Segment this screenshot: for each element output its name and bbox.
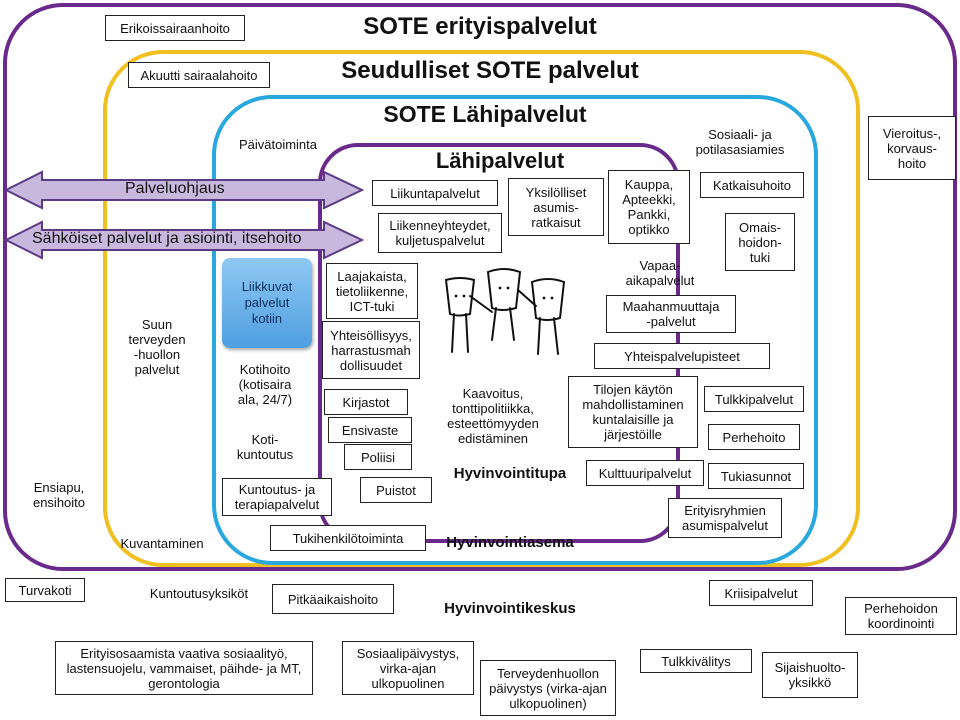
box-puistot: Puistot (360, 477, 432, 503)
ring-lahipalvelut-sote (212, 95, 818, 565)
box-kauppa-apteekki: Kauppa, Apteekki, Pankki, optikko (608, 170, 690, 244)
title-lahipalvelut: Lähipalvelut (435, 148, 565, 173)
box-kulttuuripalvelut: Kulttuuripalvelut (586, 460, 704, 486)
box-liikkuvat-palvelut: Liikkuvat palvelut kotiin (222, 258, 312, 348)
ring-erityispalvelut (3, 3, 957, 571)
box-perhehoidon-koordinointi: Perhehoidon koordinointi (845, 597, 957, 635)
box-yksilolliset-asumisratkaisut: Yksilölliset asumis- ratkaisut (508, 178, 604, 236)
box-tilojen-kaytto: Tilojen käytön mahdollistaminen kuntalai… (568, 376, 698, 448)
box-laajakaista: Laajakaista, tietoliikenne, ICT-tuki (326, 263, 418, 319)
text-suun-terveydenhuolto: Suun terveyden -huollon palvelut (128, 317, 186, 377)
box-erityisryhmien-asumispalvelut: Erityisryhmien asumispalvelut (668, 498, 782, 538)
title-hyvinvointitupa: Hyvinvointitupa (453, 465, 567, 482)
box-liikenneyhteydet: Liikenneyhteydet, kuljetuspalvelut (378, 213, 502, 253)
title-seudulliset: Seudulliset SOTE palvelut (341, 57, 639, 84)
box-perhehoito: Perhehoito (708, 424, 800, 450)
arrow-label-palveluohjaus: Palveluohjaus (125, 180, 225, 197)
box-turvakoti: Turvakoti (5, 578, 85, 602)
ring-seudulliset (103, 50, 860, 567)
double-arrow-sahkoiset (3, 220, 365, 260)
box-terveydenhuollon-paivystys: Terveydenhuollon päivystys (virka-ajan u… (480, 660, 616, 716)
box-liikuntapalvelut: Liikuntapalvelut (372, 180, 498, 206)
box-yhteispalvelupisteet: Yhteispalvelupisteet (594, 343, 770, 369)
box-kirjastot: Kirjastot (324, 389, 408, 415)
people-illustration (444, 268, 566, 355)
text-paivatoiminta: Päivätoiminta (238, 137, 318, 152)
box-erikoissairaanhoito: Erikoissairaanhoito (105, 15, 245, 41)
title-erityispalvelut: SOTE erityispalvelut (363, 13, 597, 40)
text-kotihoito: Kotihoito (kotisaira ala, 24/7) (237, 362, 293, 407)
box-kuntoutus-terapia: Kuntoutus- ja terapiapalvelut (222, 478, 332, 516)
box-omaishoidontuki: Omais- hoidon- tuki (725, 213, 795, 271)
box-sijaishuoltoyksikko: Sijaishuolto- yksikkö (762, 652, 858, 698)
text-kotikuntoutus: Koti- kuntoutus (236, 432, 294, 462)
box-ensivaste: Ensivaste (328, 417, 412, 443)
double-arrow-palveluohjaus (3, 170, 365, 210)
box-tulkkivalitys: Tulkkivälitys (640, 649, 752, 673)
box-sosiaalipaivystys: Sosiaalipäivystys, virka-ajan ulkopuolin… (342, 641, 474, 695)
text-kuvantaminen: Kuvantaminen (120, 536, 204, 551)
box-maahanmuuttaja: Maahanmuuttaja -palvelut (606, 295, 736, 333)
box-akuutti-sairaalahoito: Akuutti sairaalahoito (128, 62, 270, 88)
box-kriisipalvelut: Kriisipalvelut (709, 580, 813, 606)
box-katkaisuhoito: Katkaisuhoito (700, 172, 804, 198)
box-vieroitus: Vieroitus-, korvaus- hoito (868, 116, 956, 180)
box-poliisi: Poliisi (344, 444, 412, 470)
title-hyvinvointiasema: Hyvinvointiasema (446, 534, 574, 551)
text-ensiapu: Ensiapu, ensihoito (32, 480, 86, 510)
box-erityisosaamista: Erityisosaamista vaativa sosiaalityö, la… (55, 641, 313, 695)
text-kaavoitus: Kaavoitus, tonttipolitiikka, esteettömyy… (447, 386, 539, 446)
text-sosiaali-asiamies: Sosiaali- ja potilasasiamies (695, 127, 785, 157)
text-vapaa-aikapalvelut: Vapaa- aikapalvelut (625, 258, 695, 288)
title-sote-lahipalvelut: SOTE Lähipalvelut (383, 101, 587, 127)
text-kuntoutusyksikot: Kuntoutusyksiköt (149, 586, 249, 601)
box-pitkaaikaishoito: Pitkäaikaishoito (272, 584, 394, 614)
box-tulkkipalvelut: Tulkkipalvelut (704, 386, 804, 412)
arrow-label-sahkoiset: Sähköiset palvelut ja asiointi, itsehoit… (32, 230, 302, 247)
box-yhteisollisyys: Yhteisöllisyys, harrastusmah dollisuudet (322, 321, 420, 379)
title-hyvinvointikeskus: Hyvinvointikeskus (444, 600, 576, 617)
box-tukiasunnot: Tukiasunnot (708, 463, 804, 489)
box-tukihenkilotoiminta: Tukihenkilötoiminta (270, 525, 426, 551)
